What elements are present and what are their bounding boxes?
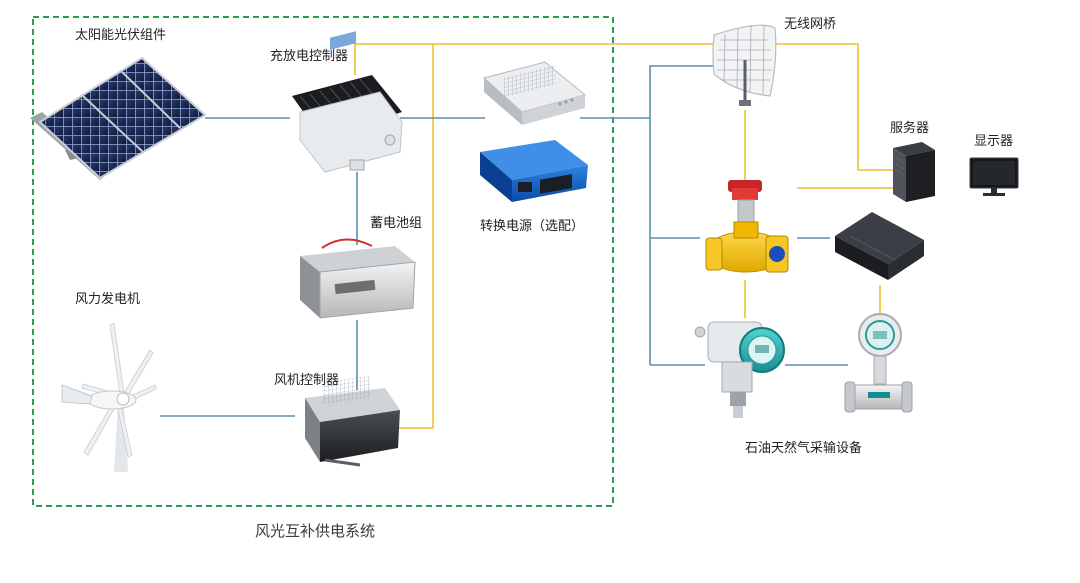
label-charge-controller: 充放电控制器	[270, 49, 349, 64]
label-wind-controller: 风机控制器	[274, 373, 340, 388]
yellow-lines	[354, 43, 895, 429]
flow-meter-image	[844, 313, 913, 413]
system-boundary	[32, 16, 614, 507]
charge-controller-image	[292, 31, 403, 173]
server-image	[893, 142, 935, 202]
label-wind-turbine: 风力发电机	[75, 292, 141, 307]
data-box-image	[835, 212, 924, 280]
label-converter: 转换电源（选配）	[480, 219, 585, 234]
gas-valve-image	[705, 180, 789, 273]
converter-image	[482, 61, 587, 125]
label-battery: 蓄电池组	[370, 216, 423, 231]
pressure-transmitter-image	[694, 321, 785, 418]
label-solar-panel: 太阳能光伏组件	[75, 28, 167, 43]
blue-lines	[160, 65, 848, 417]
monitor-image	[969, 157, 1019, 196]
label-monitor: 显示器	[974, 134, 1014, 149]
label-oil-gas-equipment: 石油天然气采输设备	[745, 441, 863, 456]
wireless-bridge-image	[712, 24, 777, 106]
battery-image	[300, 238, 416, 319]
label-wireless-bridge: 无线网桥	[784, 17, 837, 32]
wind-controller-image	[305, 375, 400, 467]
label-system-title: 风光互补供电系统	[255, 522, 376, 540]
wind-turbine-image	[61, 322, 157, 472]
label-server: 服务器	[890, 121, 930, 136]
inverter-image	[480, 140, 588, 202]
solar-panel-image	[30, 56, 207, 180]
